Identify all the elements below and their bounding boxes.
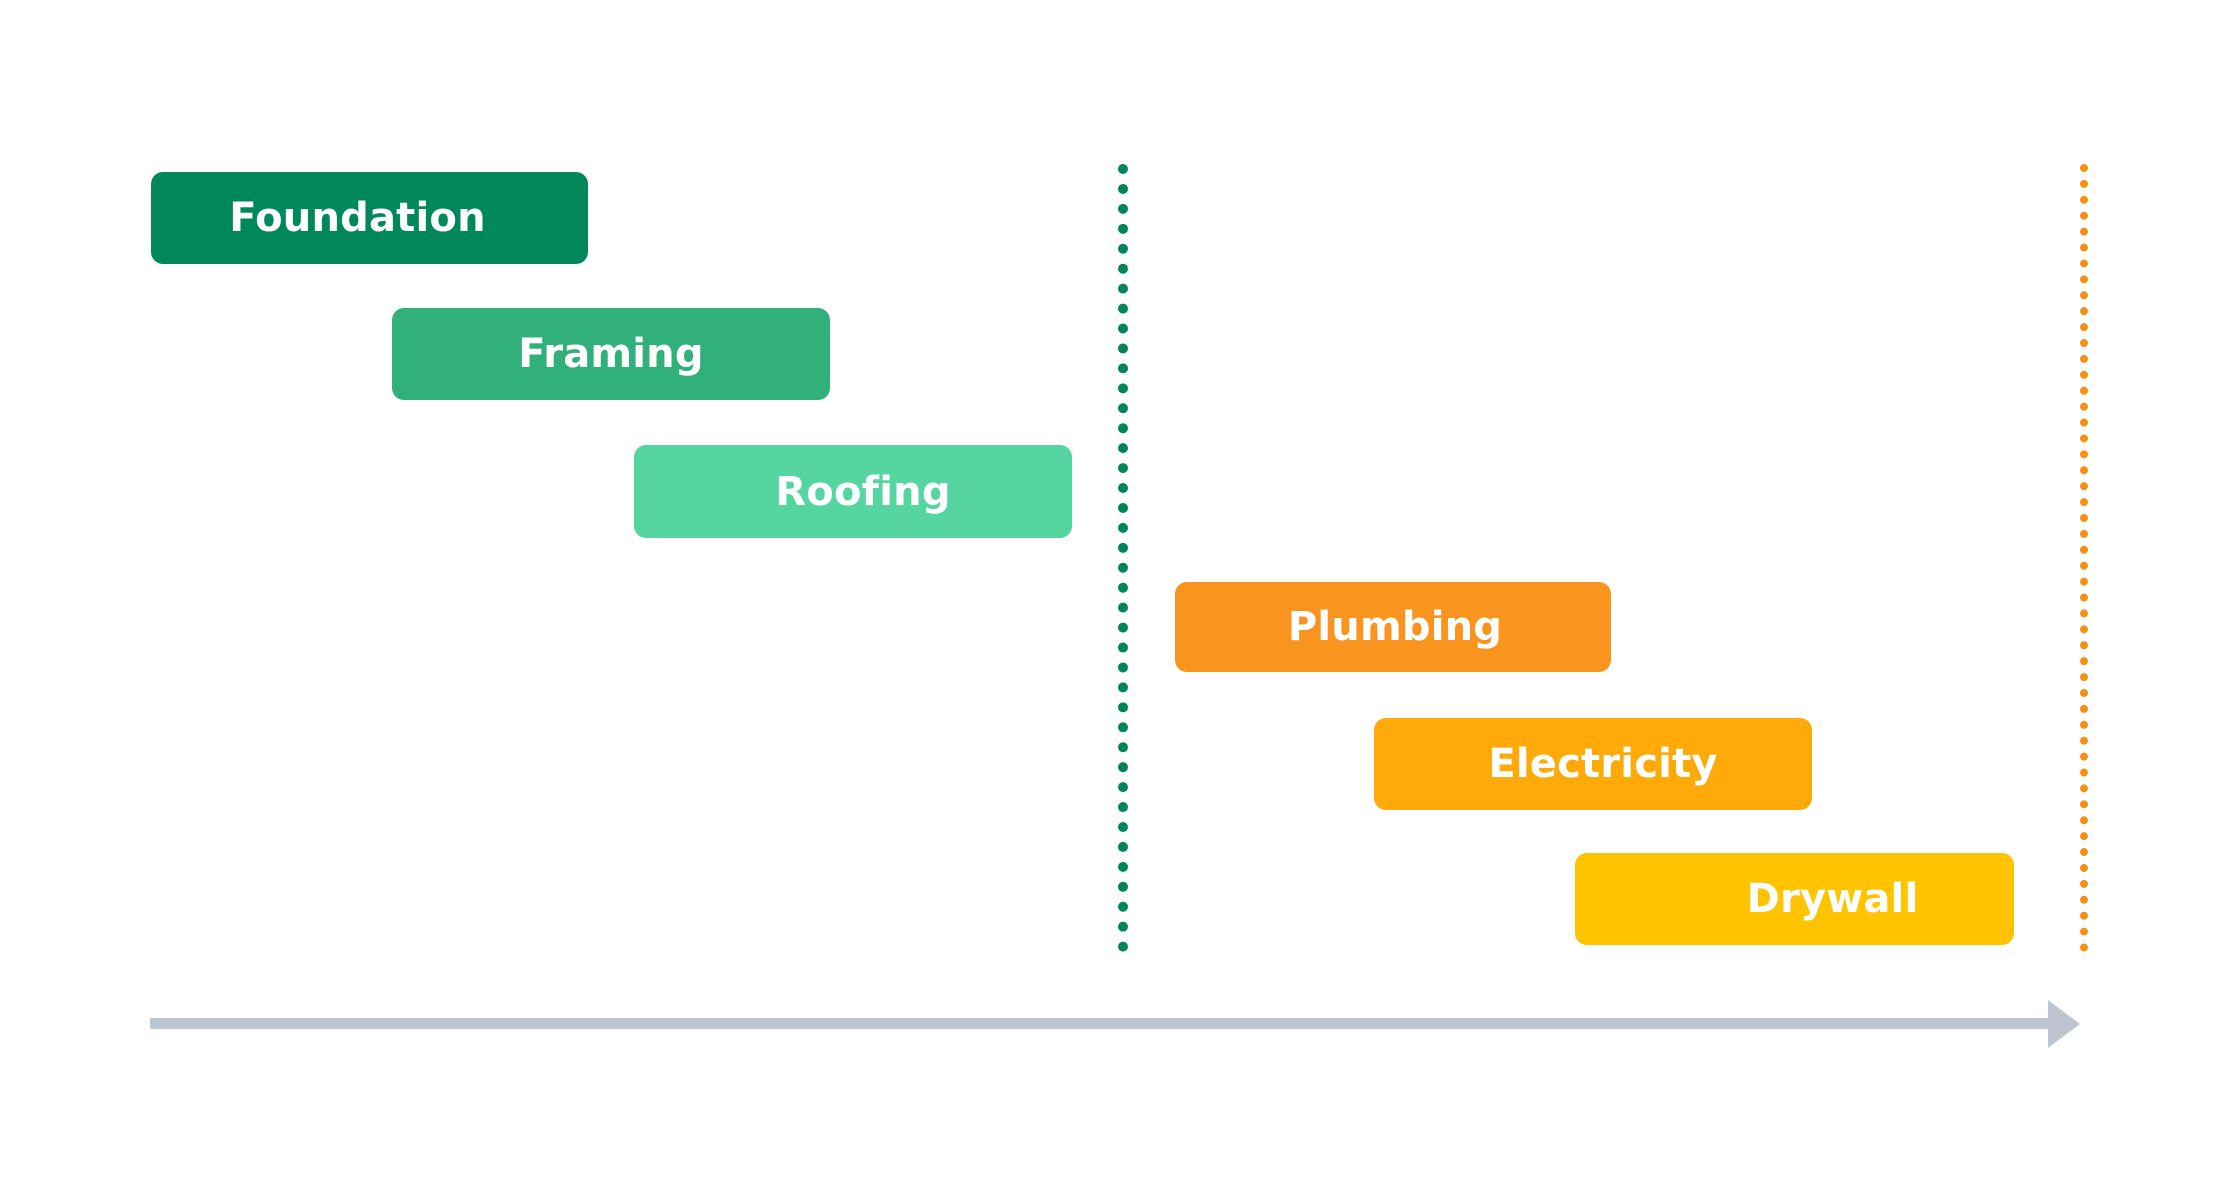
task-bar-roofing[interactable]: Roofing [634, 445, 1072, 538]
task-bar-plumbing[interactable]: Plumbing [1175, 582, 1611, 672]
task-bar-label: Plumbing [1287, 604, 1503, 650]
task-bar-electricity[interactable]: Electricity [1374, 718, 1812, 810]
task-bar-foundation[interactable]: Foundation [151, 172, 588, 264]
task-bar-label: Framing [518, 331, 704, 377]
task-bar-label: Electricity [1488, 741, 1718, 787]
task-bar-framing[interactable]: Framing [392, 308, 830, 400]
timeline-arrowhead-icon [2048, 999, 2080, 1048]
timeline-line [150, 1018, 2048, 1029]
task-bar-drywall[interactable]: Drywall [1575, 853, 2014, 945]
task-bar-label: Drywall [1746, 876, 1919, 922]
task-bar-label: Foundation [229, 195, 486, 241]
guide-line-project-end [2080, 164, 2088, 952]
task-bar-label: Roofing [775, 468, 951, 515]
guide-line-phase-one-end [1118, 164, 1128, 952]
